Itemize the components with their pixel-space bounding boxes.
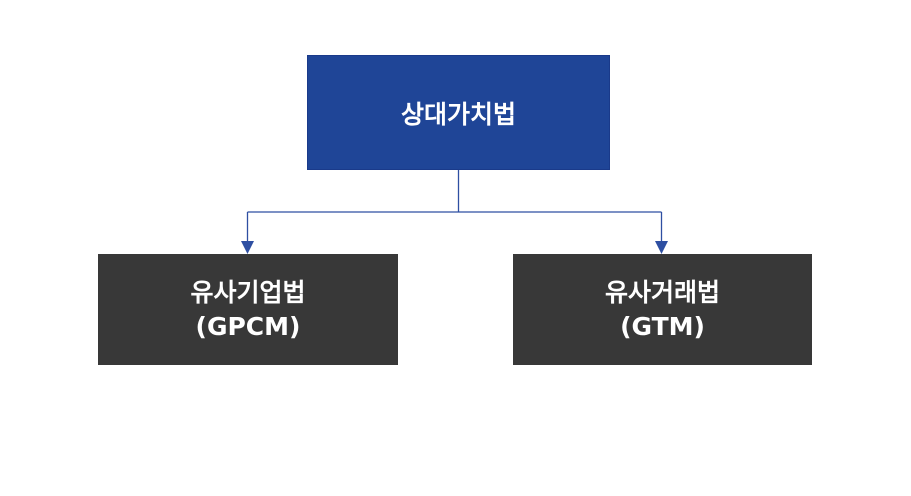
root-node-label: 상대가치법 — [400, 99, 516, 129]
arrowhead-right — [655, 241, 668, 254]
root-node-relative-valuation: 상대가치법 — [307, 55, 610, 170]
child-node-label: 유사기업법 — [190, 277, 306, 307]
child-node-gpcm: 유사기업법 (GPCM) — [98, 254, 398, 365]
child-node-gtm: 유사거래법 (GTM) — [513, 254, 812, 365]
child-node-sublabel: (GTM) — [620, 311, 705, 341]
arrowhead-left — [241, 241, 254, 254]
child-node-label: 유사거래법 — [604, 277, 720, 307]
child-node-sublabel: (GPCM) — [195, 311, 301, 341]
